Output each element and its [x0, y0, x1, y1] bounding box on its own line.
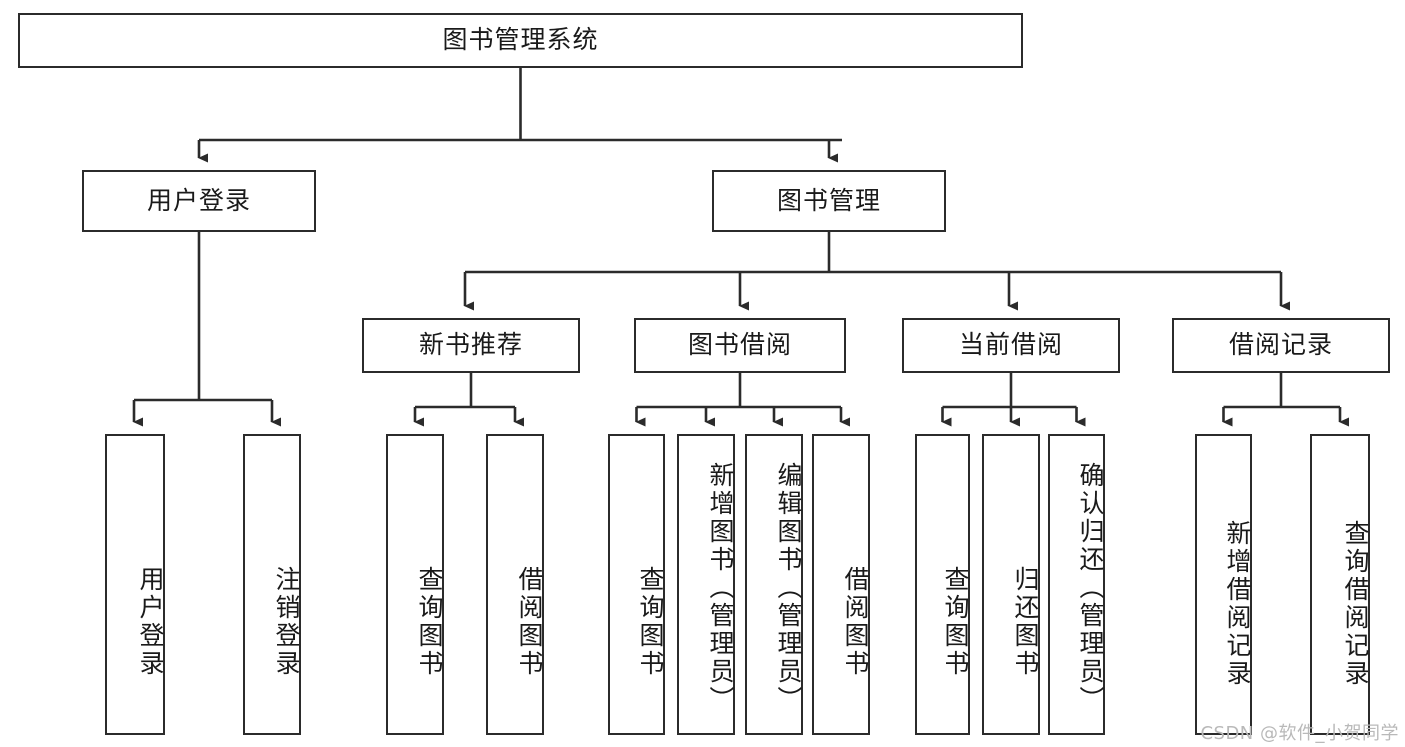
node-leaf-logout[interactable]: 注销登录 — [243, 434, 301, 735]
node-leaf-return-book-label: 归还图书 — [1011, 565, 1040, 678]
node-leaf-add-book-label: 新增图书（管理员） — [706, 461, 735, 714]
node-new-book-rec-label: 新书推荐 — [418, 330, 523, 360]
node-leaf-user-login[interactable]: 用户登录 — [105, 434, 165, 735]
node-leaf-add-record[interactable]: 新增借阅记录 — [1195, 434, 1252, 735]
node-borrow-record-label: 借阅记录 — [1228, 330, 1333, 360]
node-leaf-query-book-1[interactable]: 查询图书 — [386, 434, 444, 735]
node-leaf-borrow-book-2-label: 借阅图书 — [841, 565, 870, 678]
node-book-borrow-label: 图书借阅 — [687, 330, 792, 360]
node-current-borrow[interactable]: 当前借阅 — [902, 318, 1120, 373]
node-borrow-record[interactable]: 借阅记录 — [1172, 318, 1390, 373]
node-leaf-user-login-label: 用户登录 — [136, 565, 165, 678]
node-leaf-borrow-book-1-label: 借阅图书 — [515, 565, 544, 678]
node-leaf-query-record[interactable]: 查询借阅记录 — [1310, 434, 1370, 735]
node-leaf-query-book-1-label: 查询图书 — [415, 565, 444, 678]
node-book-manage[interactable]: 图书管理 — [712, 170, 946, 232]
node-book-manage-label: 图书管理 — [776, 185, 881, 215]
node-leaf-edit-book[interactable]: 编辑图书（管理员） — [745, 434, 803, 735]
node-leaf-query-book-3-label: 查询图书 — [941, 565, 970, 678]
node-leaf-query-record-label: 查询借阅记录 — [1341, 519, 1370, 688]
node-current-borrow-label: 当前借阅 — [958, 330, 1063, 360]
csdn-watermark: CSDN @软件_小贺同学 — [1200, 723, 1399, 744]
node-leaf-query-book-2-label: 查询图书 — [636, 565, 665, 678]
node-leaf-borrow-book-1[interactable]: 借阅图书 — [486, 434, 544, 735]
node-leaf-add-book[interactable]: 新增图书（管理员） — [677, 434, 735, 735]
node-leaf-return-book[interactable]: 归还图书 — [982, 434, 1040, 735]
node-leaf-query-book-2[interactable]: 查询图书 — [608, 434, 665, 735]
node-leaf-edit-book-label: 编辑图书（管理员） — [774, 461, 803, 714]
node-user-login-label: 用户登录 — [146, 185, 251, 215]
node-leaf-confirm-return-label: 确认归还（管理员） — [1076, 461, 1105, 714]
node-leaf-borrow-book-2[interactable]: 借阅图书 — [812, 434, 870, 735]
node-root[interactable]: 图书管理系统 — [18, 13, 1023, 68]
node-user-login[interactable]: 用户登录 — [82, 170, 316, 232]
node-leaf-query-book-3[interactable]: 查询图书 — [915, 434, 970, 735]
node-leaf-logout-label: 注销登录 — [272, 565, 301, 678]
node-book-borrow[interactable]: 图书借阅 — [634, 318, 846, 373]
node-leaf-confirm-return[interactable]: 确认归还（管理员） — [1048, 434, 1105, 735]
node-leaf-add-record-label: 新增借阅记录 — [1223, 519, 1252, 688]
node-root-label: 图书管理系统 — [442, 25, 599, 55]
node-new-book-rec[interactable]: 新书推荐 — [362, 318, 580, 373]
